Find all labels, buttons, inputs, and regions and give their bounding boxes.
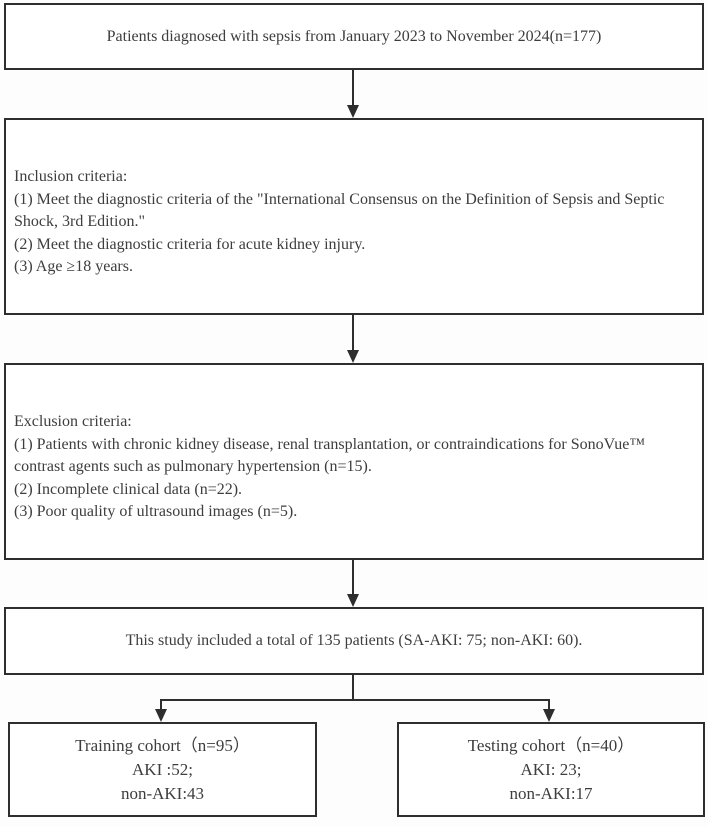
connector-right-line [548,699,550,710]
inclusion-heading: Inclusion criteria: [14,168,128,185]
inclusion-item: (2) Meet the diagnostic criteria for acu… [14,235,366,253]
training-cohort-title: Training cohort（n=95） [75,735,250,755]
exclusion-item: (1) Patients with chronic kidney disease… [14,435,645,476]
testing-cohort-non-aki: non-AKI:17 [509,783,593,803]
inclusion-box: Inclusion criteria: (1) Meet the diagnos… [4,118,704,315]
arrow-line [352,315,354,351]
training-cohort-aki: AKI :52; [132,759,193,779]
testing-cohort-title: Testing cohort（n=40） [467,735,635,755]
exclusion-item: (2) Incomplete clinical data (n=22). [14,480,243,498]
connector-stem-line [352,675,354,701]
arrow-down-icon [347,594,359,607]
exclusion-item: (3) Poor quality of ultrasound images (n… [14,503,298,520]
connector-cross-line [160,699,550,701]
arrow-line [352,70,354,106]
training-cohort-non-aki: non-AKI:43 [120,783,205,803]
arrow-down-icon [347,350,359,363]
enrollment-text: Patients diagnosed with sepsis from Janu… [106,27,602,45]
total-text: This study included a total of 135 patie… [125,632,583,649]
arrow-down-icon [155,709,167,722]
testing-cohort-box: Testing cohort（n=40） AKI: 23; non-AKI:17 [397,722,705,817]
connector-left-line [160,699,162,710]
arrow-down-icon [347,105,359,118]
enrollment-box: Patients diagnosed with sepsis from Janu… [4,3,704,70]
exclusion-box: Exclusion criteria: (1) Patients with ch… [4,363,704,560]
testing-cohort-aki: AKI: 23; [520,759,582,779]
total-box: This study included a total of 135 patie… [4,607,704,675]
inclusion-item: (1) Meet the diagnostic criteria of the … [14,190,665,231]
exclusion-heading: Exclusion criteria: [14,413,132,430]
arrow-down-icon [543,709,555,722]
inclusion-item: (3) Age ≥18 years. [14,258,133,275]
arrow-line [352,560,354,595]
training-cohort-box: Training cohort（n=95） AKI :52; non-AKI:4… [8,722,317,817]
